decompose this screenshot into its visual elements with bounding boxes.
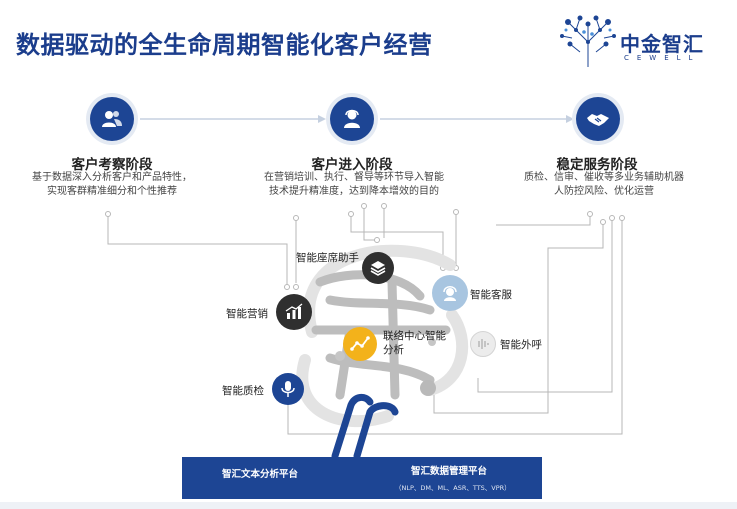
- logo-chinese-name: 中金智汇: [620, 32, 704, 56]
- outbound-call-label: 智能外呼: [500, 339, 542, 351]
- platform-technologies: （NLP、DM、ML、ASR、TTS、VPR）: [395, 484, 511, 492]
- stage-2-circle: [330, 97, 374, 141]
- seat-assistant-label: 智能座席助手: [296, 252, 359, 264]
- stage-2-desc: 在营销培训、执行、督导等环节导入智能 技术提升精准度，达到降本增效的目的: [264, 172, 444, 197]
- stage-2-title: 客户进入阶段: [311, 157, 393, 173]
- page-title: 数据驱动的全生命周期智能化客户经营: [16, 31, 433, 59]
- bar-chart-icon: [285, 303, 303, 319]
- quality-check-label: 智能质检: [222, 385, 264, 397]
- marketing-label: 智能营销: [226, 308, 268, 320]
- marketing-node[interactable]: [276, 294, 312, 330]
- seat-assistant-node[interactable]: [362, 252, 394, 284]
- outbound-call-node[interactable]: [470, 331, 496, 357]
- headset-icon: [443, 286, 457, 301]
- line-chart-icon: [350, 336, 370, 351]
- stage-3-title: 稳定服务阶段: [556, 157, 638, 173]
- text-analysis-platform: 智汇文本分析平台: [222, 469, 299, 480]
- microphone-icon: [281, 381, 295, 397]
- stage-1-circle: [90, 97, 134, 141]
- stage-1-title: 客户考察阶段: [71, 157, 153, 173]
- layers-icon: [370, 261, 386, 276]
- logo-tree-icon: [560, 15, 616, 67]
- platform-bar: [182, 457, 542, 499]
- agent-icon: [344, 109, 360, 128]
- quality-check-node[interactable]: [272, 373, 304, 405]
- contact-center-label: 联络中心智能 分析: [383, 330, 446, 356]
- stage-1-desc: 基于数据深入分析客户和产品特性， 实现客群精准细分和个性推荐: [32, 172, 192, 197]
- stage-3-desc: 质检、信审、催收等多业务辅助机器 人防控风险、优化运营: [524, 172, 684, 197]
- footer-strip: [0, 502, 737, 509]
- handshake-icon: [587, 114, 609, 126]
- contact-center-node[interactable]: [343, 327, 377, 361]
- stage-3-circle: [576, 97, 620, 141]
- logo-english-name: CEWELL: [624, 54, 701, 62]
- company-logo: 中金智汇 CEWELL: [558, 12, 728, 72]
- users-icon: [102, 111, 122, 127]
- sound-wave-icon: [478, 339, 489, 349]
- customer-service-label: 智能客服: [470, 289, 512, 301]
- customer-service-node[interactable]: [432, 275, 468, 311]
- data-management-platform: 智汇数据管理平台: [411, 466, 488, 477]
